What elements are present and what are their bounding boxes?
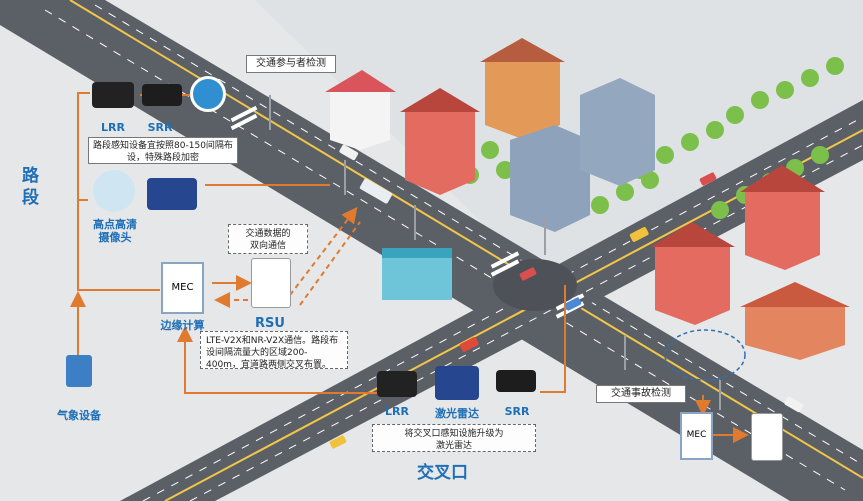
poles [269, 95, 721, 410]
lrr-top-label: LRR [101, 121, 125, 134]
main-road-lane [94, 4, 863, 466]
segment-spacing-note: 路段感知设备宜按照80-150间隔布设，特殊路段加密 [88, 137, 238, 164]
rsu-right-device [751, 413, 783, 461]
rsu-device [251, 258, 291, 308]
mec-left-label: MEC [171, 282, 194, 293]
lidar-bottom-icon [435, 366, 479, 400]
mec-left-device: MEC [161, 262, 204, 314]
connector-lines [70, 92, 749, 443]
dashed-links [214, 206, 361, 308]
cross-road [120, 100, 863, 501]
traffic-participant-detection: 交通参与者检测 [246, 55, 336, 73]
lidar-top-icon [147, 178, 197, 210]
srr-bottom-icon [496, 370, 536, 392]
srr-top-label: SRR [147, 121, 173, 134]
srr-bottom-label: SRR [504, 405, 530, 418]
mec-right-device: MEC [680, 412, 713, 460]
vehicles [329, 144, 804, 449]
cross-road-lane [142, 116, 863, 501]
edge-computing-label: 边缘计算 [160, 319, 205, 332]
hd-camera-label: 高点高清 摄像头 [93, 218, 137, 244]
weather-station-icon [66, 355, 92, 387]
rsu-label: RSU [255, 316, 285, 331]
mec-right-label: MEC [686, 430, 707, 440]
section-label-road: 路段 [22, 166, 39, 208]
intersection-upgrade-text: 将交叉口感知设施升级为 激光雷达 [404, 429, 504, 451]
bidirectional-note-text: 交通数据的 双向通信 [245, 229, 291, 251]
hd-camera-icon [93, 170, 135, 212]
intersection-center [493, 259, 577, 311]
bidirectional-note: 交通数据的 双向通信 [228, 224, 308, 254]
lrr-bottom-icon [377, 371, 417, 397]
lte-v2x-note: LTE-V2X和NR-V2X通信。路段布设间隔流量大的区域200-400m，宜道… [200, 331, 348, 370]
lrr-bottom-label: LRR [385, 405, 409, 418]
accident-zone [664, 329, 746, 381]
intersection-upgrade-note: 将交叉口感知设施升级为 激光雷达 [372, 424, 536, 452]
lidar-bottom-label: 激光雷达 [435, 407, 479, 420]
srr-sensor-icon [142, 84, 182, 106]
weather-label: 气象设备 [57, 409, 101, 422]
camera-dome-icon [190, 76, 226, 112]
accident-detection-label: 交通事故检测 [596, 385, 686, 403]
buildings [325, 38, 850, 360]
section-label-intersection: 交叉口 [417, 463, 468, 483]
lrr-sensor-icon [92, 82, 134, 108]
